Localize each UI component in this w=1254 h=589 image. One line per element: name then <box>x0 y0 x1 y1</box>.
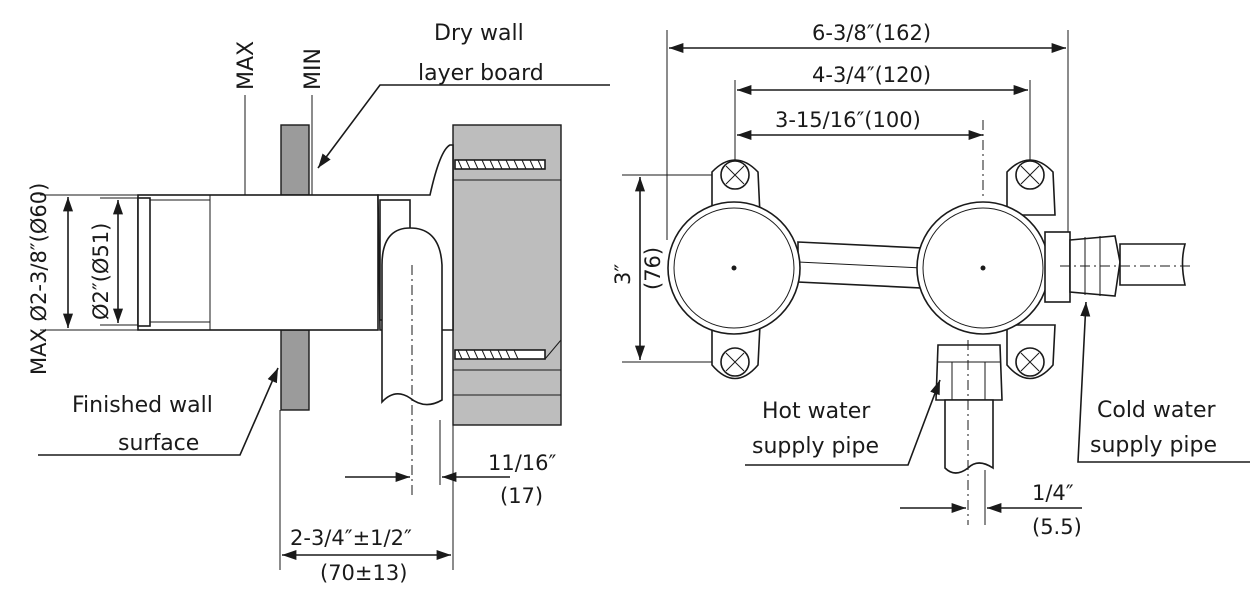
depth-mm-text: (70±13) <box>320 561 407 585</box>
cold-leader <box>1077 301 1250 463</box>
pipe-mm-text: (5.5) <box>1032 515 1082 539</box>
screw-icon <box>1015 160 1045 190</box>
max-label: MAX <box>234 41 259 90</box>
sleeve-body <box>137 194 379 331</box>
finished-leader <box>38 367 279 456</box>
offset-mm-text: (17) <box>500 484 543 508</box>
sleeve-rim <box>137 197 151 327</box>
screw-icon <box>720 347 750 377</box>
mounting-text: 4-3/4″(120) <box>812 63 931 87</box>
screw-icon <box>1015 347 1045 377</box>
height-mm-text: (76) <box>641 247 665 290</box>
pipe-elbow <box>381 227 443 406</box>
hot-label-1: Hot water <box>762 399 871 424</box>
wall-board-upper <box>280 124 310 196</box>
finished-label-1: Finished wall <box>72 393 213 418</box>
overall-text: 6-3/8″(162) <box>812 21 931 45</box>
hot-label-2: supply pipe <box>752 434 879 459</box>
valve-block <box>452 124 562 426</box>
hot-nut <box>935 344 1003 401</box>
offset-in-text: 11/16″ <box>488 451 557 475</box>
side-view: MAX MIN Dry wall layer board Finished <box>27 21 610 585</box>
wall-board-lower <box>280 329 310 411</box>
screw-icon <box>720 160 750 190</box>
drywall-label-2: layer board <box>418 61 544 86</box>
diameter-text: Ø2″(Ø51) <box>89 223 113 320</box>
cold-label-1: Cold water <box>1097 398 1217 423</box>
pipe-in-text: 1/4″ <box>1032 481 1074 505</box>
hot-leader <box>745 379 941 466</box>
outlet-stub <box>1044 231 1071 303</box>
cold-pipe <box>1119 243 1187 286</box>
centers-text: 3-15/16″(100) <box>775 108 921 132</box>
min-label: MIN <box>301 48 326 90</box>
cold-label-2: supply pipe <box>1090 433 1217 458</box>
drywall-leader <box>317 84 610 169</box>
max-diameter-text: MAX Ø2-3/8″(Ø60) <box>27 183 51 375</box>
depth-in-text: 2-3/4″±1/2″ <box>290 526 412 550</box>
finished-label-2: surface <box>118 431 199 456</box>
front-view: 6-3/8″(162) 4-3/4″(120) 3-15/16″(100) 3″… <box>611 21 1250 539</box>
hot-pipe <box>944 399 994 474</box>
height-in-text: 3″ <box>611 264 635 285</box>
drywall-label-1: Dry wall <box>434 21 524 46</box>
